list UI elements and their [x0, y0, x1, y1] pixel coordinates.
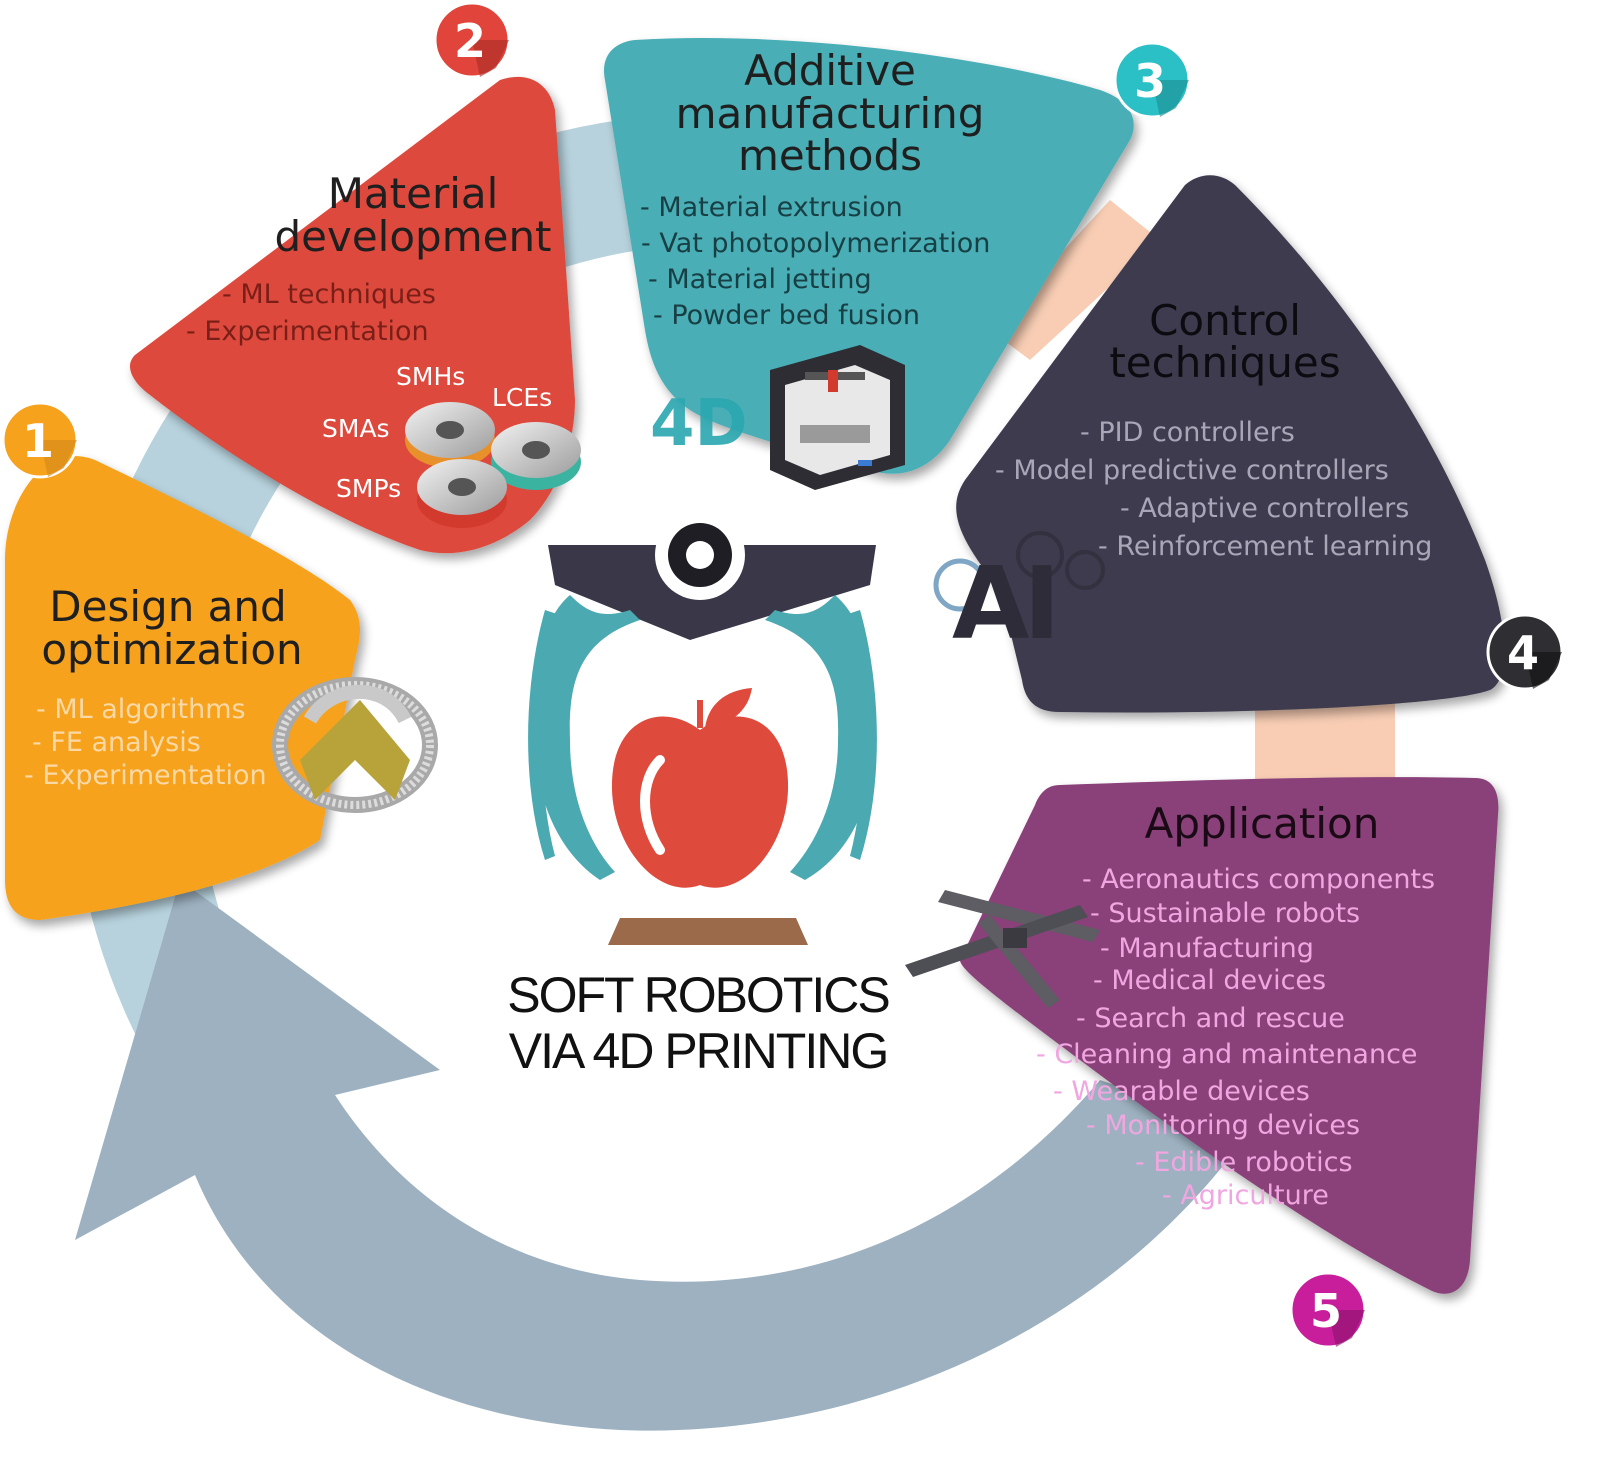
- ring-return-arrow: [75, 880, 1250, 1431]
- step-5-item-4: - Medical devices: [1093, 965, 1326, 996]
- filament-spool-icon-red: [417, 459, 507, 528]
- step-5-item-2: - Sustainable robots: [1090, 898, 1360, 929]
- material-label-smhs: SMHs: [396, 362, 465, 391]
- step-1-item-1: - ML algorithms: [36, 694, 246, 725]
- center-title-line-1: SOFT ROBOTICS: [507, 967, 889, 1023]
- printer-4d-label: 4D: [650, 387, 748, 461]
- step-2-item-2: - Experimentation: [186, 316, 429, 347]
- gripper-finger-right: [765, 595, 876, 880]
- step-4-item-4: - Reinforcement learning: [1098, 531, 1432, 562]
- badge-1: 1: [1, 401, 79, 479]
- step-3-item-1: - Material extrusion: [640, 192, 903, 223]
- apple-icon: [611, 688, 789, 888]
- badge-1-number: 1: [22, 414, 54, 468]
- step-3-item-2: - Vat photopolymerization: [641, 228, 990, 259]
- gripper-finger-left: [533, 595, 640, 880]
- badge-3-number: 3: [1134, 54, 1166, 108]
- filament-spool-icon-orange: [405, 402, 495, 468]
- lattice-structure-icon: [272, 677, 438, 813]
- ai-label: AI: [952, 545, 1055, 662]
- material-label-lces: LCEs: [492, 383, 552, 412]
- step-3-title-line-1: Additive: [744, 46, 916, 95]
- badge-4: 4: [1486, 613, 1564, 691]
- step-5-application: [960, 777, 1499, 1294]
- step-4-title-line-1: Control: [1149, 296, 1301, 345]
- step-3-item-4: - Powder bed fusion: [653, 300, 920, 331]
- badge-5: 5: [1289, 1271, 1367, 1349]
- step-5-item-5: - Search and rescue: [1076, 1003, 1345, 1034]
- ai-brain-icon: [933, 531, 1105, 612]
- step-3-title-line-2: manufacturing: [676, 89, 985, 138]
- step-4-panel: [956, 175, 1505, 713]
- step-5-item-1: - Aeronautics components: [1082, 864, 1435, 895]
- badge-2-number: 2: [454, 14, 486, 68]
- step-3-additive: [604, 38, 1134, 474]
- ring-peach-arc-2: [1255, 700, 1395, 790]
- step-5-item-8: - Monitoring devices: [1086, 1110, 1360, 1141]
- 3d-printer-icon: [770, 345, 905, 490]
- step-5-item-7: - Wearable devices: [1053, 1076, 1310, 1107]
- step-1-item-2: - FE analysis: [32, 727, 201, 758]
- step-2-title-line-2: development: [274, 212, 551, 261]
- step-4-item-3: - Adaptive controllers: [1120, 493, 1409, 524]
- step-5-title-line-1: Application: [1145, 799, 1380, 848]
- step-4-title-line-2: techniques: [1109, 338, 1340, 387]
- lattice-cross-gripper-icon: [905, 890, 1100, 1008]
- center-title-line-2: VIA 4D PRINTING: [509, 1023, 887, 1079]
- material-label-smas: SMAs: [322, 414, 390, 443]
- step-5-item-9: - Edible robotics: [1135, 1147, 1353, 1178]
- step-4-item-1: - PID controllers: [1080, 417, 1295, 448]
- soft-gripper-icon: [528, 510, 877, 880]
- step-2-title-line-1: Material: [328, 169, 499, 218]
- step-3-title-line-3: methods: [738, 131, 922, 180]
- badge-5-number: 5: [1310, 1284, 1342, 1338]
- step-1-panel: [5, 456, 360, 920]
- apple-stand: [608, 918, 808, 945]
- step-5-item-10: - Agriculture: [1162, 1180, 1329, 1211]
- step-4-item-2: - Model predictive controllers: [995, 455, 1389, 486]
- ring-peach-arc-1: [990, 200, 1160, 360]
- gripper-finger-right-inner: [845, 610, 877, 860]
- material-label-smps: SMPs: [336, 474, 401, 503]
- step-2-item-1: - ML techniques: [222, 279, 436, 310]
- step-5-item-3: - Manufacturing: [1100, 933, 1314, 964]
- gripper-finger-left-inner: [528, 610, 560, 860]
- badge-2: 2: [433, 1, 511, 79]
- step-1-design: [5, 456, 360, 920]
- step-5-item-6: - Cleaning and maintenance: [1036, 1039, 1418, 1070]
- step-1-item-3: - Experimentation: [24, 760, 267, 791]
- badge-3: 3: [1113, 41, 1191, 119]
- filament-spool-icon-teal: [491, 422, 581, 490]
- step-3-item-3: - Material jetting: [648, 264, 872, 295]
- step-1-title-line-2: optimization: [41, 625, 302, 674]
- step-3-panel: [604, 38, 1134, 474]
- step-4-control: [956, 175, 1505, 713]
- step-1-title-line-1: Design and: [49, 582, 286, 631]
- badge-4-number: 4: [1507, 626, 1539, 680]
- step-5-panel: [960, 777, 1499, 1294]
